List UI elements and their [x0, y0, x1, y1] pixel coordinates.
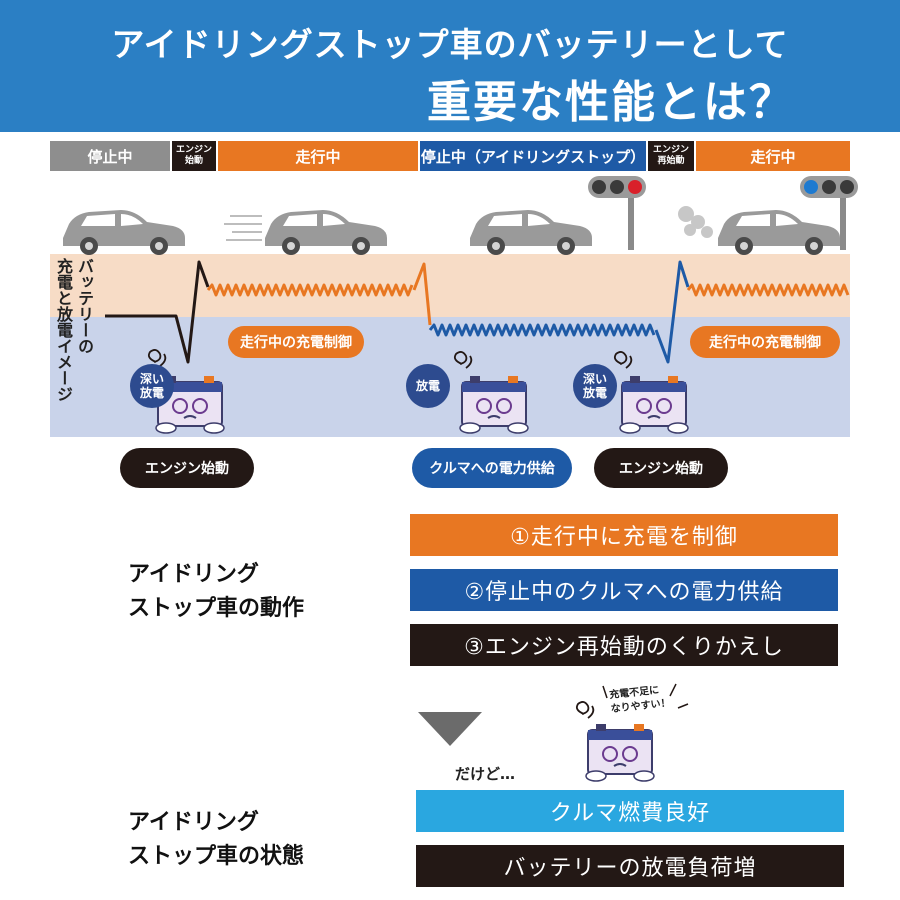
- status-heading: アイドリング ストップ車の状態: [128, 810, 305, 869]
- down-arrow-icon: [418, 712, 482, 746]
- status-discharge-load: バッテリーの放電負荷増: [416, 845, 844, 887]
- speed-lines-icon: [224, 215, 262, 241]
- title-line-1: アイドリングストップ車のバッテリーとして: [111, 25, 789, 64]
- operation-power-supply: ②停止中のクルマへの電力供給: [410, 569, 838, 611]
- traffic-light-red-icon: [588, 176, 646, 250]
- battery-character-icon: [585, 723, 655, 782]
- charge-discharge-graphic: [63, 176, 858, 434]
- timeline-engine-start: エンジン 始動: [172, 141, 216, 171]
- charge-control-label-1: 走行中の充電制御: [228, 326, 364, 358]
- timeline-driving-2: 走行中: [696, 141, 850, 171]
- title-line-2: 重要な性能とは？: [427, 77, 795, 128]
- dizzy-icon: [575, 701, 595, 719]
- header-banner: アイドリングストップ車のバッテリーとして 重要な性能とは？: [0, 0, 900, 132]
- charge-level-line: [105, 260, 850, 364]
- traffic-light-blue-icon: [800, 176, 858, 250]
- discharge-bubble: 放電: [406, 364, 450, 408]
- emphasis-lines-icon: [602, 683, 689, 709]
- operation-engine-restart: ③エンジン再始動のくりかえし: [410, 624, 838, 666]
- operations-heading: アイドリング ストップ車の動作: [128, 562, 305, 621]
- charge-control-label-2: 走行中の充電制御: [690, 326, 840, 358]
- deep-discharge-bubble: 深い 放電: [130, 364, 174, 408]
- graph-side-label: バッテリーの 充電と放電イメージ: [54, 258, 94, 402]
- timeline-idling-stop: 停止中（アイドリングストップ）: [420, 141, 646, 171]
- engine-restart-tag: エンジン始動: [594, 448, 728, 488]
- operation-charge-control: ①走行中に充電を制御: [410, 514, 838, 556]
- exhaust-smoke-icon: [678, 206, 713, 238]
- timeline-driving-1: 走行中: [218, 141, 418, 171]
- engine-start-tag: エンジン始動: [120, 448, 254, 488]
- status-fuel-efficiency: クルマ燃費良好: [416, 790, 844, 832]
- but-text: だけど…: [455, 765, 516, 783]
- timeline-stopped: 停止中: [50, 141, 170, 171]
- timeline-engine-restart: エンジン 再始動: [648, 141, 694, 171]
- deep-discharge-bubble: 深い 放電: [573, 364, 617, 408]
- power-supply-tag: クルマへの電力供給: [412, 448, 572, 488]
